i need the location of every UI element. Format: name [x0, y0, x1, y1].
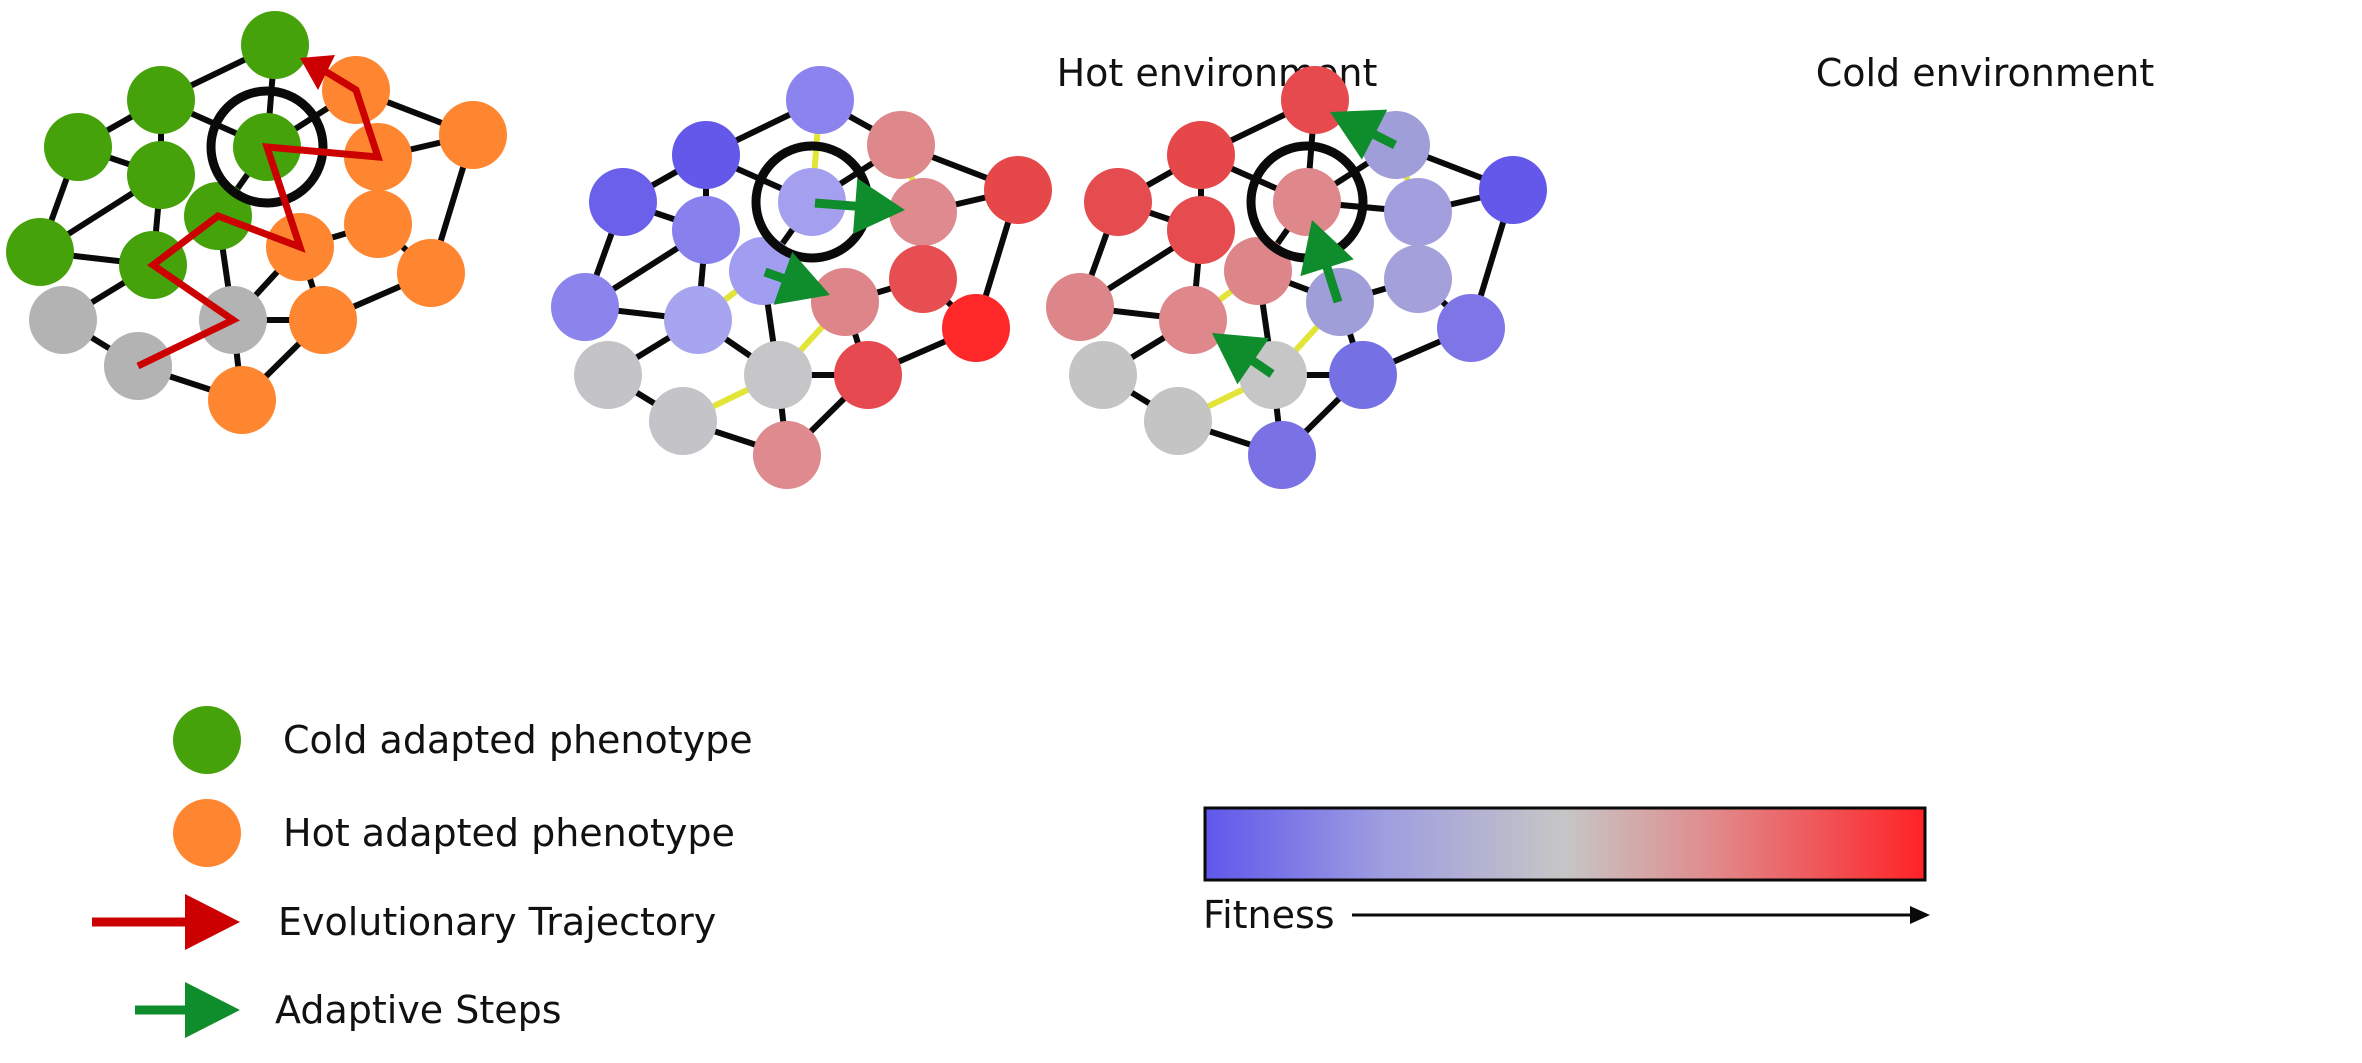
cold-environment-title: Cold environment	[1816, 51, 2155, 95]
phenotype-node	[1384, 178, 1452, 246]
fitness-gradient-bar	[1203, 806, 1927, 882]
hot-phenotype-label: Hot adapted phenotype	[283, 811, 735, 855]
phenotype-node	[811, 268, 879, 336]
phenotype-node	[1046, 273, 1114, 341]
phenotype-node	[397, 239, 465, 307]
hot-phenotype-swatch	[173, 799, 241, 867]
phenotype-node	[1248, 421, 1316, 489]
phenotype-node	[1329, 341, 1397, 409]
phenotype-node	[664, 286, 732, 354]
phenotype-node	[1479, 156, 1547, 224]
current-phenotype-ring	[206, 86, 328, 208]
phenotype-node	[44, 113, 112, 181]
phenotype-node	[889, 245, 957, 313]
phenotype-node	[1167, 196, 1235, 264]
adaptive-step-arrow	[814, 178, 905, 235]
phenotype-node	[241, 11, 309, 79]
phenotype-node	[1306, 268, 1374, 336]
evolutionary-trajectory-head	[300, 55, 335, 90]
phenotype-node	[344, 190, 412, 258]
phenotype-node	[778, 168, 846, 236]
phenotype-node	[551, 273, 619, 341]
phenotype-node	[127, 66, 195, 134]
cold-phenotype-swatch	[173, 706, 241, 774]
adaptive-step-arrow	[763, 251, 830, 305]
evolutionary-trajectory-line	[136, 65, 383, 370]
cold-environment-network	[1046, 66, 1547, 489]
cold-phenotype-label: Cold adapted phenotype	[283, 718, 753, 762]
adaptive-step-arrow-head	[773, 251, 830, 305]
phenotype-node	[574, 341, 642, 409]
fitness-colorbar: Fitness	[1203, 806, 1930, 937]
adaptive-steps-label: Adaptive Steps	[275, 988, 562, 1032]
phenotype-node	[1384, 245, 1452, 313]
adaptive-step-arrow-shaft	[1321, 262, 1343, 304]
phenotype-node	[1273, 168, 1341, 236]
phenotype-node	[1084, 168, 1152, 236]
phenotype-node	[1159, 286, 1227, 354]
hot-environment-network	[551, 66, 1052, 489]
adaptive-step-arrow-shaft	[1247, 355, 1275, 378]
phenotype-node	[1167, 121, 1235, 189]
phenotype-node	[889, 178, 957, 246]
adaptive-step-arrow-head	[852, 178, 905, 235]
adaptive-step-arrow-head	[1330, 109, 1388, 160]
phenotype-node	[744, 341, 812, 409]
legend: Cold adapted phenotype Hot adapted pheno…	[92, 706, 753, 1038]
phenotype-node	[208, 366, 276, 434]
phenotype-node	[6, 218, 74, 286]
adaptive-step-arrow-head	[1212, 333, 1270, 385]
phenotype-node	[439, 101, 507, 169]
phenotype-node	[867, 111, 935, 179]
phenotype-network-panel	[6, 11, 507, 434]
fitness-axis-arrow-icon	[1352, 906, 1930, 924]
trajectory-arrow-icon	[92, 894, 240, 950]
phenotype-node	[127, 141, 195, 209]
phenotype-node	[942, 294, 1010, 362]
phenotype-node	[1281, 66, 1349, 134]
adaptive-step-arrow	[1212, 333, 1275, 385]
phenotype-node	[29, 286, 97, 354]
phenotype-node	[984, 156, 1052, 224]
phenotype-node	[786, 66, 854, 134]
adaptive-step-arrow-head	[1300, 220, 1354, 277]
trajectory-label: Evolutionary Trajectory	[278, 900, 716, 944]
phenotype-node	[834, 341, 902, 409]
phenotype-node	[672, 196, 740, 264]
adaptive-step-arrow-shaft	[814, 198, 860, 211]
phenotype-node	[1362, 111, 1430, 179]
adaptive-step-arrow	[1330, 109, 1398, 160]
adaptive-step-arrow-icon	[135, 982, 240, 1038]
phenotype-node	[289, 286, 357, 354]
phenotype-node	[1144, 387, 1212, 455]
phenotype-node	[1224, 237, 1292, 305]
adaptive-step-arrow-shaft	[1368, 128, 1398, 150]
phenotype-node	[753, 421, 821, 489]
phenotype-node	[1437, 294, 1505, 362]
phenotype-node	[649, 387, 717, 455]
phenotype-node	[589, 168, 657, 236]
phenotype-node	[672, 121, 740, 189]
fitness-label: Fitness	[1203, 893, 1335, 937]
phenotype-node	[1069, 341, 1137, 409]
adaptive-step-arrow	[1300, 220, 1354, 304]
